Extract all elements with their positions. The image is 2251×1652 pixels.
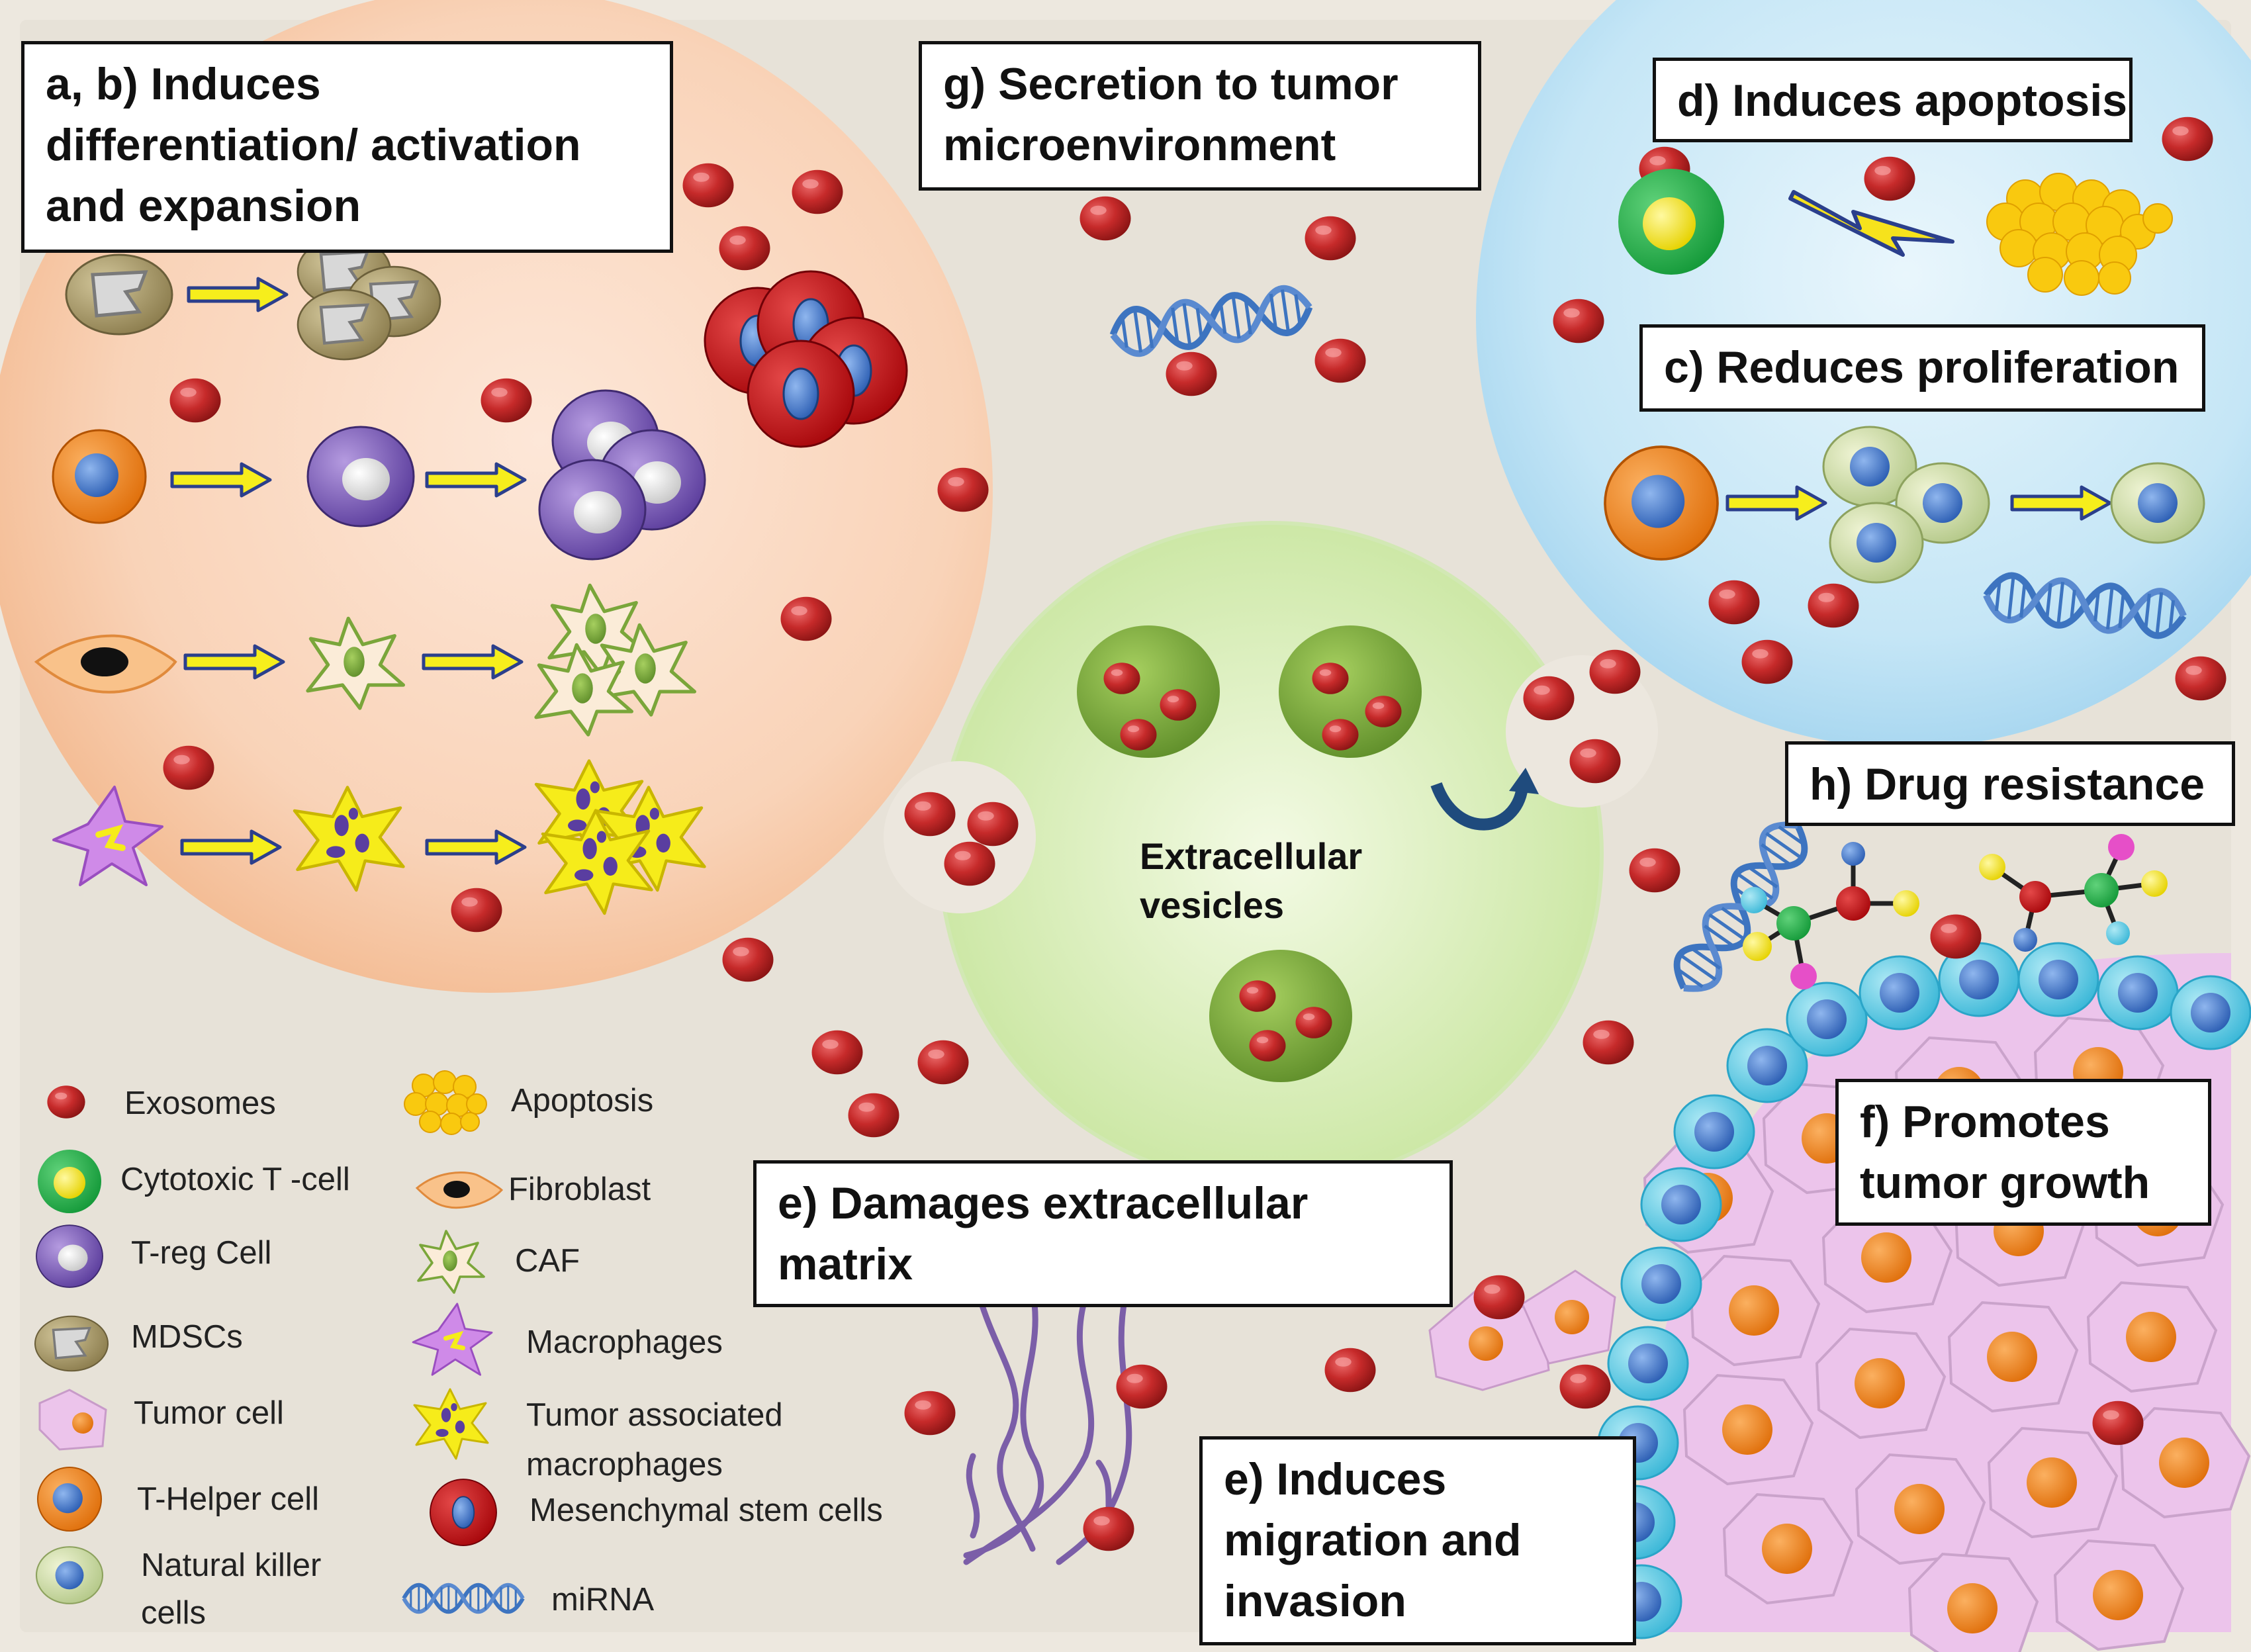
legend-thelper-icon: [36, 1466, 103, 1532]
legend-macrophages: Macrophages: [526, 1324, 723, 1360]
legend-apoptosis: Apoptosis: [511, 1083, 654, 1119]
ev-label-line1: Extracellular: [1140, 835, 1363, 877]
exosome: [1741, 639, 1793, 684]
label-f: f) Promotes tumor growth: [1835, 1079, 2211, 1226]
exosome: [1808, 583, 1859, 628]
ev-label-line2: vesicles: [1140, 884, 1284, 926]
legend-thelper: T-Helper cell: [137, 1481, 320, 1517]
legend-msc-icon: [430, 1479, 497, 1546]
label-e-migration: e) Induces migration and invasion: [1199, 1436, 1636, 1645]
exosome: [1629, 848, 1680, 893]
label-d: d) Induces apoptosis: [1653, 58, 2133, 142]
label-e-migration-line2: migration and: [1224, 1515, 1522, 1565]
legend-mdsc-icon: [34, 1314, 109, 1373]
legend-msc: Mesenchymal stem cells: [529, 1492, 883, 1528]
exosome: [1473, 1275, 1525, 1320]
exosome: [719, 226, 770, 271]
exosome: [722, 937, 774, 982]
legend-cytotoxic-icon: [38, 1150, 101, 1213]
exosome: [937, 467, 989, 512]
label-d-text: d) Induces apoptosis: [1677, 75, 2128, 126]
legend-cytotoxic: Cytotoxic T -cell: [120, 1162, 350, 1197]
exosome: [451, 888, 502, 933]
exosome: [811, 1030, 863, 1075]
exosome: [848, 1093, 899, 1138]
exosome: [481, 378, 532, 423]
label-f-line2: tumor growth: [1860, 1158, 2150, 1208]
exosome: [780, 596, 832, 641]
label-e-migration-line3: invasion: [1224, 1576, 1406, 1626]
label-c: c) Reduces proliferation: [1639, 324, 2205, 412]
exosome: [1864, 156, 1915, 201]
legend-caf: CAF: [515, 1243, 580, 1279]
exosome: [944, 841, 995, 886]
legend-apoptosis-icon: [404, 1070, 487, 1135]
exosome: [1314, 338, 1366, 383]
label-a-b-line2: differentiation/ activation: [46, 120, 581, 170]
exosome: [1116, 1364, 1168, 1409]
legend-fibroblast-icon: [415, 1171, 504, 1209]
label-a-b-line3: and expansion: [46, 181, 361, 231]
label-e-matrix-line2: matrix: [778, 1239, 913, 1289]
label-e-matrix-line1: e) Damages extracellular: [778, 1178, 1309, 1228]
exosome: [1930, 914, 1982, 959]
exosome: [169, 378, 221, 423]
exosome: [904, 792, 956, 837]
exosome: [1324, 1348, 1376, 1393]
exosome: [1305, 216, 1356, 261]
label-e-matrix: e) Damages extracellular matrix: [753, 1160, 1453, 1307]
exosome: [967, 802, 1019, 847]
exosome: [1559, 1364, 1611, 1409]
label-h-text: h) Drug resistance: [1810, 759, 2205, 809]
ev-label: Extracellular vesicles: [1140, 832, 1362, 930]
exosome: [1589, 649, 1641, 694]
label-a-b-line1: a, b) Induces: [46, 59, 321, 109]
legend-tumor-icon: [38, 1389, 107, 1451]
exosome: [1166, 351, 1217, 396]
drug-resistance-group: [1665, 813, 2168, 1001]
exosome: [1553, 298, 1604, 344]
label-g-line2: microenvironment: [943, 120, 1336, 170]
legend-nk-line1: Natural killer: [141, 1547, 322, 1583]
legend-nk-line2: cells: [141, 1595, 207, 1631]
exosome: [2162, 116, 2213, 161]
apoptosis-row: [1618, 169, 2173, 296]
release-arrow: [1430, 782, 1528, 831]
label-e-migration-line1: e) Induces: [1224, 1454, 1447, 1504]
caf-row: [34, 585, 694, 735]
exosome: [917, 1040, 969, 1085]
exosome: [1569, 739, 1621, 784]
label-g-line1: g) Secretion to tumor: [943, 59, 1399, 109]
legend-tam-line2: macrophages: [526, 1447, 723, 1483]
exosome: [2092, 1400, 2144, 1446]
legend-fibroblast: Fibroblast: [508, 1171, 651, 1207]
legend-mirna: miRNA: [551, 1582, 655, 1618]
migrating-tumor-cells: [1428, 1269, 1616, 1391]
exosome: [682, 163, 734, 208]
exosome: [1523, 676, 1575, 721]
label-f-line1: f) Promotes: [1860, 1097, 2110, 1147]
legend-tumor: Tumor cell: [134, 1395, 284, 1431]
exosome: [1583, 1020, 1634, 1065]
legend-exosome-icon: [47, 1085, 85, 1119]
ev-inner-vesicles: [1077, 625, 1422, 1082]
exosome: [2175, 656, 2227, 701]
exosome: [1080, 196, 1131, 241]
label-h: h) Drug resistance: [1785, 741, 2235, 826]
label-c-text: c) Reduces proliferation: [1664, 342, 2180, 392]
legend-icons: [34, 1070, 523, 1612]
label-g: g) Secretion to tumor microenvironment: [919, 41, 1481, 191]
legend-nk-icon: [35, 1546, 104, 1604]
legend-treg: T-reg Cell: [131, 1235, 272, 1271]
exosome: [1083, 1506, 1134, 1551]
legend-treg-icon: [36, 1224, 103, 1288]
exosome: [1708, 580, 1760, 625]
legend-mdsc: MDSCs: [131, 1319, 243, 1355]
exosome: [792, 169, 843, 214]
legend-exosomes: Exosomes: [124, 1085, 276, 1121]
legend-tam-line1: Tumor associated: [526, 1397, 783, 1433]
exosome: [904, 1391, 956, 1436]
exosome: [163, 745, 214, 790]
label-a-b: a, b) Induces differentiation/ activatio…: [21, 41, 673, 253]
